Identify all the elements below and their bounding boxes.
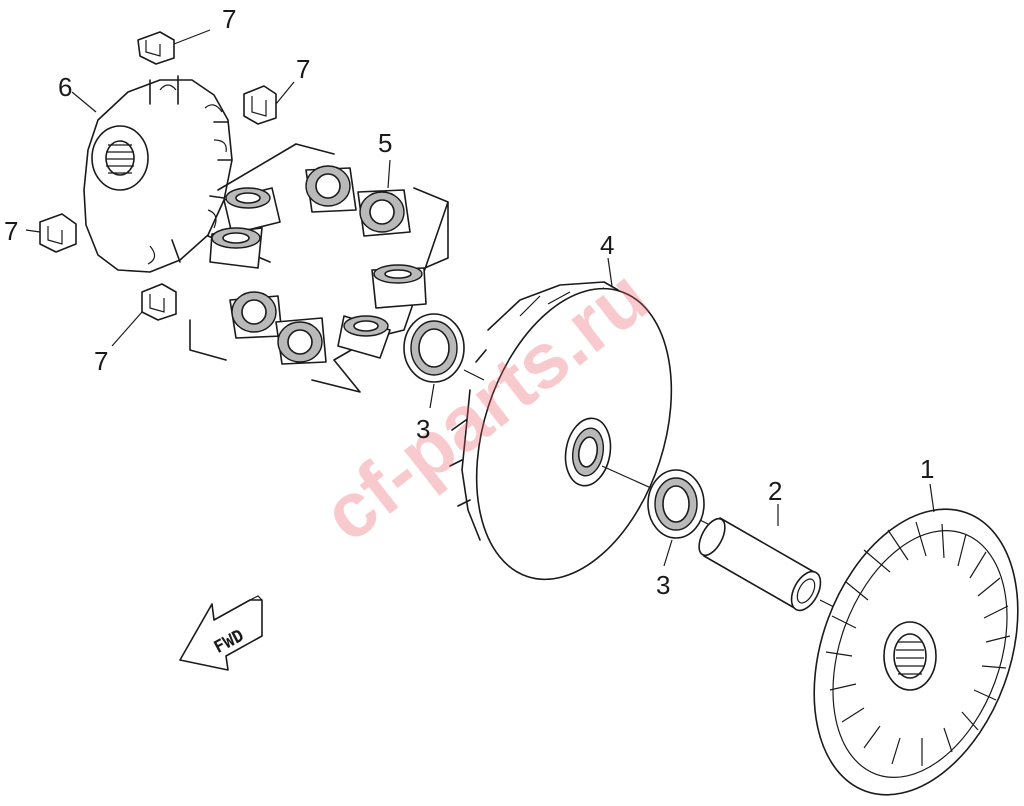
- callout-7-bottom: 7: [94, 346, 108, 376]
- callout-2: 2: [768, 476, 782, 506]
- callout-7-left: 7: [4, 216, 18, 246]
- roller: [275, 317, 327, 365]
- leader-5: [387, 159, 391, 189]
- callout-1: 1: [920, 454, 934, 484]
- fwd-arrow: FWD: [179, 595, 263, 671]
- roller: [305, 165, 357, 213]
- callout-3-upper: 3: [416, 414, 430, 444]
- callout-6: 6: [58, 72, 72, 102]
- roller: [223, 187, 281, 235]
- slider-top: [137, 29, 211, 65]
- leader-3b: [663, 539, 673, 567]
- callout-4: 4: [600, 230, 614, 260]
- roller: [337, 315, 391, 359]
- callout-7-right: 7: [296, 54, 310, 84]
- slider-left: [25, 213, 77, 253]
- slider-right: [243, 81, 295, 125]
- callout-5: 5: [378, 128, 392, 158]
- seal-upper: [403, 313, 485, 383]
- movable-sheave: [449, 281, 673, 581]
- sleeve: [698, 517, 851, 616]
- slider-bottom: [111, 283, 177, 347]
- ramp-plate: [71, 75, 233, 273]
- roller-group: [189, 143, 449, 393]
- callout-3-lower: 3: [656, 570, 670, 600]
- roller: [229, 291, 283, 339]
- roller: [357, 189, 411, 237]
- callout-7-top: 7: [222, 4, 236, 34]
- roller: [209, 227, 263, 269]
- seal-lower: [647, 469, 717, 539]
- roller: [371, 264, 427, 309]
- leader-3a: [429, 383, 435, 409]
- fixed-sheave: [813, 483, 1019, 796]
- leader-4: [607, 257, 613, 287]
